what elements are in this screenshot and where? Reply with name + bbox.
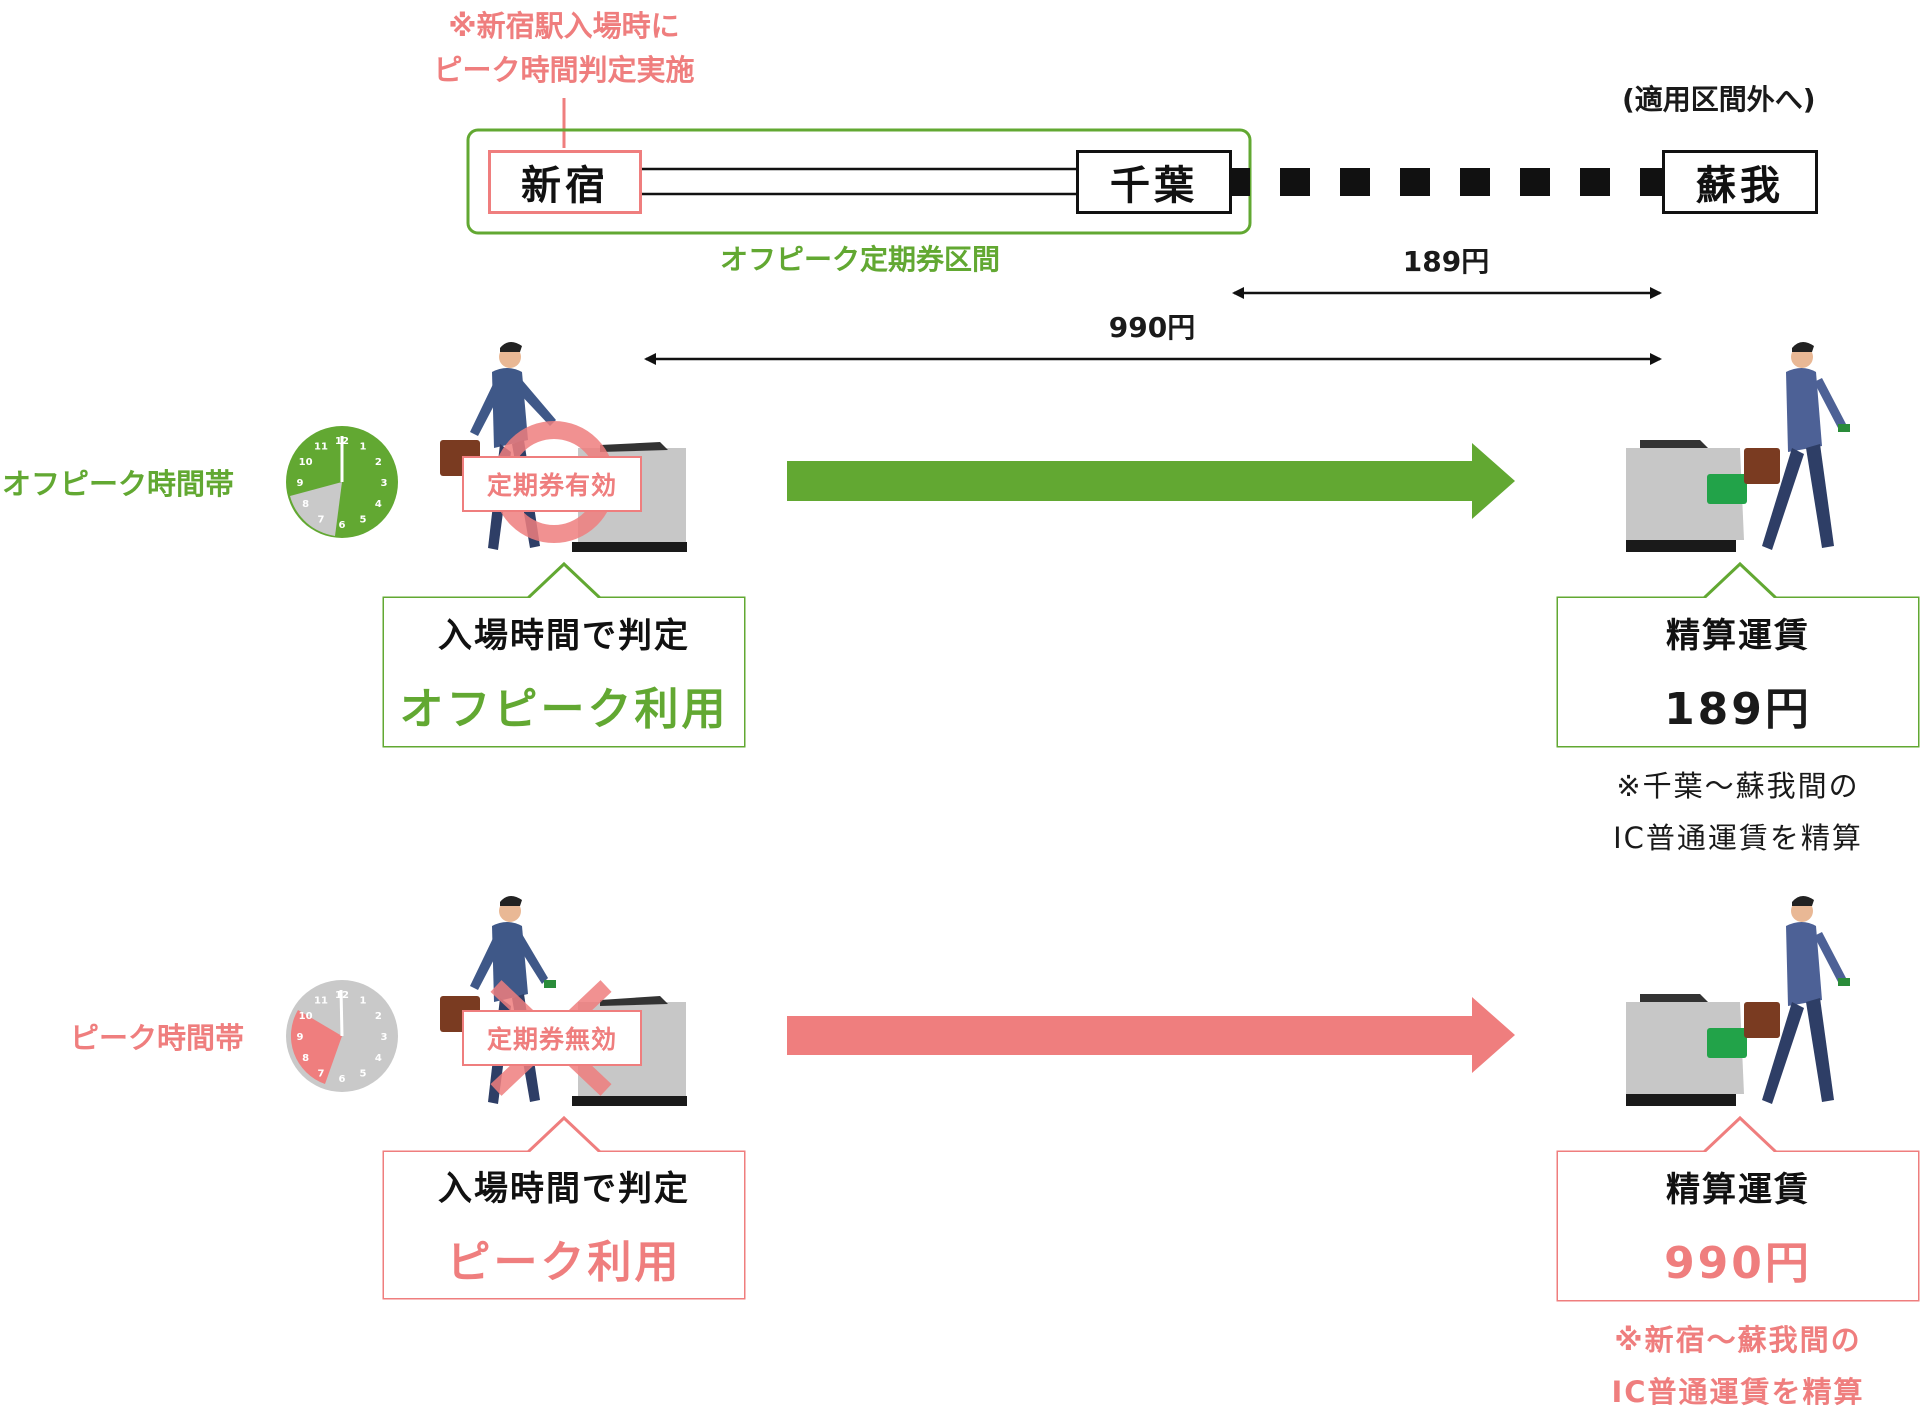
clock-number: 6 xyxy=(339,520,346,531)
clock-number: 4 xyxy=(375,499,382,510)
clock-number: 5 xyxy=(360,514,367,525)
businessman-entering-offpeak-icon xyxy=(440,341,556,550)
offpeak-entry-callout: 入場時間で判定 オフピーク利用 xyxy=(384,598,744,746)
offpeak-flow-arrow xyxy=(787,443,1515,519)
offpeak-exit-callout: 精算運賃 189円 xyxy=(1558,598,1918,746)
clock-number: 9 xyxy=(297,478,304,489)
offpeak-entry-callout-line2: オフピーク利用 xyxy=(399,683,729,735)
peak-exit-callout-line1: 精算運賃 xyxy=(1666,1169,1810,1210)
exit-gate-offpeak-icon xyxy=(1626,440,1747,552)
clock-number: 1 xyxy=(360,442,367,453)
offpeak-exit-note-line1: ※千葉〜蘇我間の xyxy=(1616,769,1860,803)
pass-invalid-badge: 定期券無効 xyxy=(462,1010,642,1066)
peak-entry-callout-line2: ピーク利用 xyxy=(446,1236,682,1288)
offpeak-entry-callout-line1: 入場時間で判定 xyxy=(438,615,690,656)
clock-number: 12 xyxy=(335,436,349,447)
businessman-exiting-offpeak-icon xyxy=(1744,341,1850,550)
fare-label-shinjuku-soga: 990円 xyxy=(1108,311,1196,344)
clock-number: 4 xyxy=(375,1053,382,1064)
header-note-line2: ピーク時間判定実施 xyxy=(433,53,695,87)
clock-number: 7 xyxy=(318,1068,325,1079)
peak-exit-fare: 990円 xyxy=(1664,1237,1812,1289)
offpeak-exit-callout-line1: 精算運賃 xyxy=(1666,615,1810,656)
clock-number: 2 xyxy=(375,1011,382,1022)
clock-number: 8 xyxy=(302,499,309,510)
outside-section-label: (適用区間外へ) xyxy=(1622,83,1816,116)
fare-label-chiba-soga: 189円 xyxy=(1402,245,1490,278)
peak-exit-note-line2: IC普通運賃を精算 xyxy=(1611,1375,1865,1409)
clock-number: 11 xyxy=(314,442,328,453)
businessman-entering-peak-icon xyxy=(440,895,556,1104)
exit-gate-peak-icon xyxy=(1626,994,1747,1106)
peak-exit-note-line1: ※新宿〜蘇我間の xyxy=(1614,1323,1862,1357)
clock-number: 3 xyxy=(381,478,388,489)
offpeak-exit-note-line2: IC普通運賃を精算 xyxy=(1613,821,1863,855)
clock-number: 8 xyxy=(302,1053,309,1064)
clock-number: 2 xyxy=(375,457,382,468)
peak-clock-pink-sector xyxy=(290,1010,342,1084)
station-chiba: 千葉 xyxy=(1076,150,1232,214)
offpeak-exit-fare: 189円 xyxy=(1664,683,1812,735)
peak-time-label: ピーク時間帯 xyxy=(70,1021,245,1055)
offpeak-time-label: オフピーク時間帯 xyxy=(2,467,235,501)
clock-number: 10 xyxy=(299,457,313,468)
header-note-line1: ※新宿駅入場時に xyxy=(448,9,680,43)
clock-number: 6 xyxy=(339,1074,346,1085)
peak-exit-note: ※新宿〜蘇我間の IC普通運賃を精算 xyxy=(1558,1314,1918,1418)
clock-number: 9 xyxy=(297,1032,304,1043)
offpeak-clock-gray-sector xyxy=(290,482,342,536)
offpeak-section-label: オフピーク定期券区間 xyxy=(719,243,1000,276)
clock-number: 5 xyxy=(360,1068,367,1079)
clock-number: 7 xyxy=(318,514,325,525)
peak-exit-callout: 精算運賃 990円 xyxy=(1558,1152,1918,1300)
peak-entry-callout-line1: 入場時間で判定 xyxy=(438,1168,690,1209)
station-shinjuku: 新宿 xyxy=(488,150,642,214)
offpeak-exit-note: ※千葉〜蘇我間の IC普通運賃を精算 xyxy=(1558,760,1918,864)
peak-flow-arrow xyxy=(787,997,1515,1073)
dashed-track-outside-section xyxy=(1232,168,1662,196)
businessman-exiting-peak-icon xyxy=(1744,895,1850,1104)
station-soga: 蘇我 xyxy=(1662,150,1818,214)
clock-number: 10 xyxy=(299,1011,313,1022)
clock-number: 11 xyxy=(314,996,328,1007)
clock-number: 1 xyxy=(360,996,367,1007)
clock-number: 12 xyxy=(335,990,349,1001)
peak-entry-callout: 入場時間で判定 ピーク利用 xyxy=(384,1152,744,1298)
clock-number: 3 xyxy=(381,1032,388,1043)
pass-valid-badge: 定期券有効 xyxy=(462,456,642,512)
